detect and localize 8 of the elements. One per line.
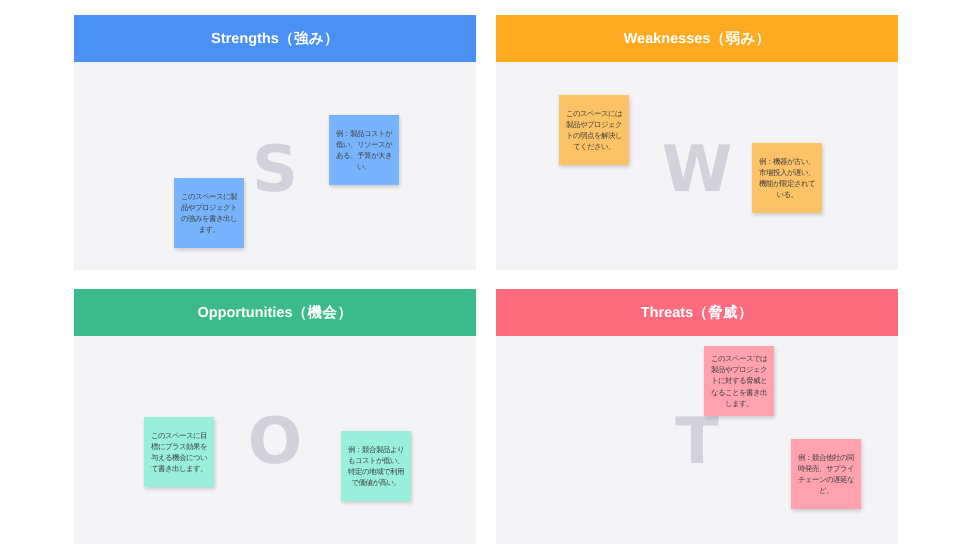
- quadrant-heading: Threats（脅威）: [496, 289, 898, 336]
- quadrant-panel: [74, 289, 476, 544]
- quadrant-heading: Weaknesses（弱み）: [496, 15, 898, 62]
- quadrant-heading: Strengths（強み）: [74, 15, 476, 62]
- quadrant-panel: [496, 15, 898, 270]
- quadrant-panel: [496, 289, 898, 544]
- quadrant-panel: [74, 15, 476, 270]
- quadrant-heading: Opportunities（機会）: [74, 289, 476, 336]
